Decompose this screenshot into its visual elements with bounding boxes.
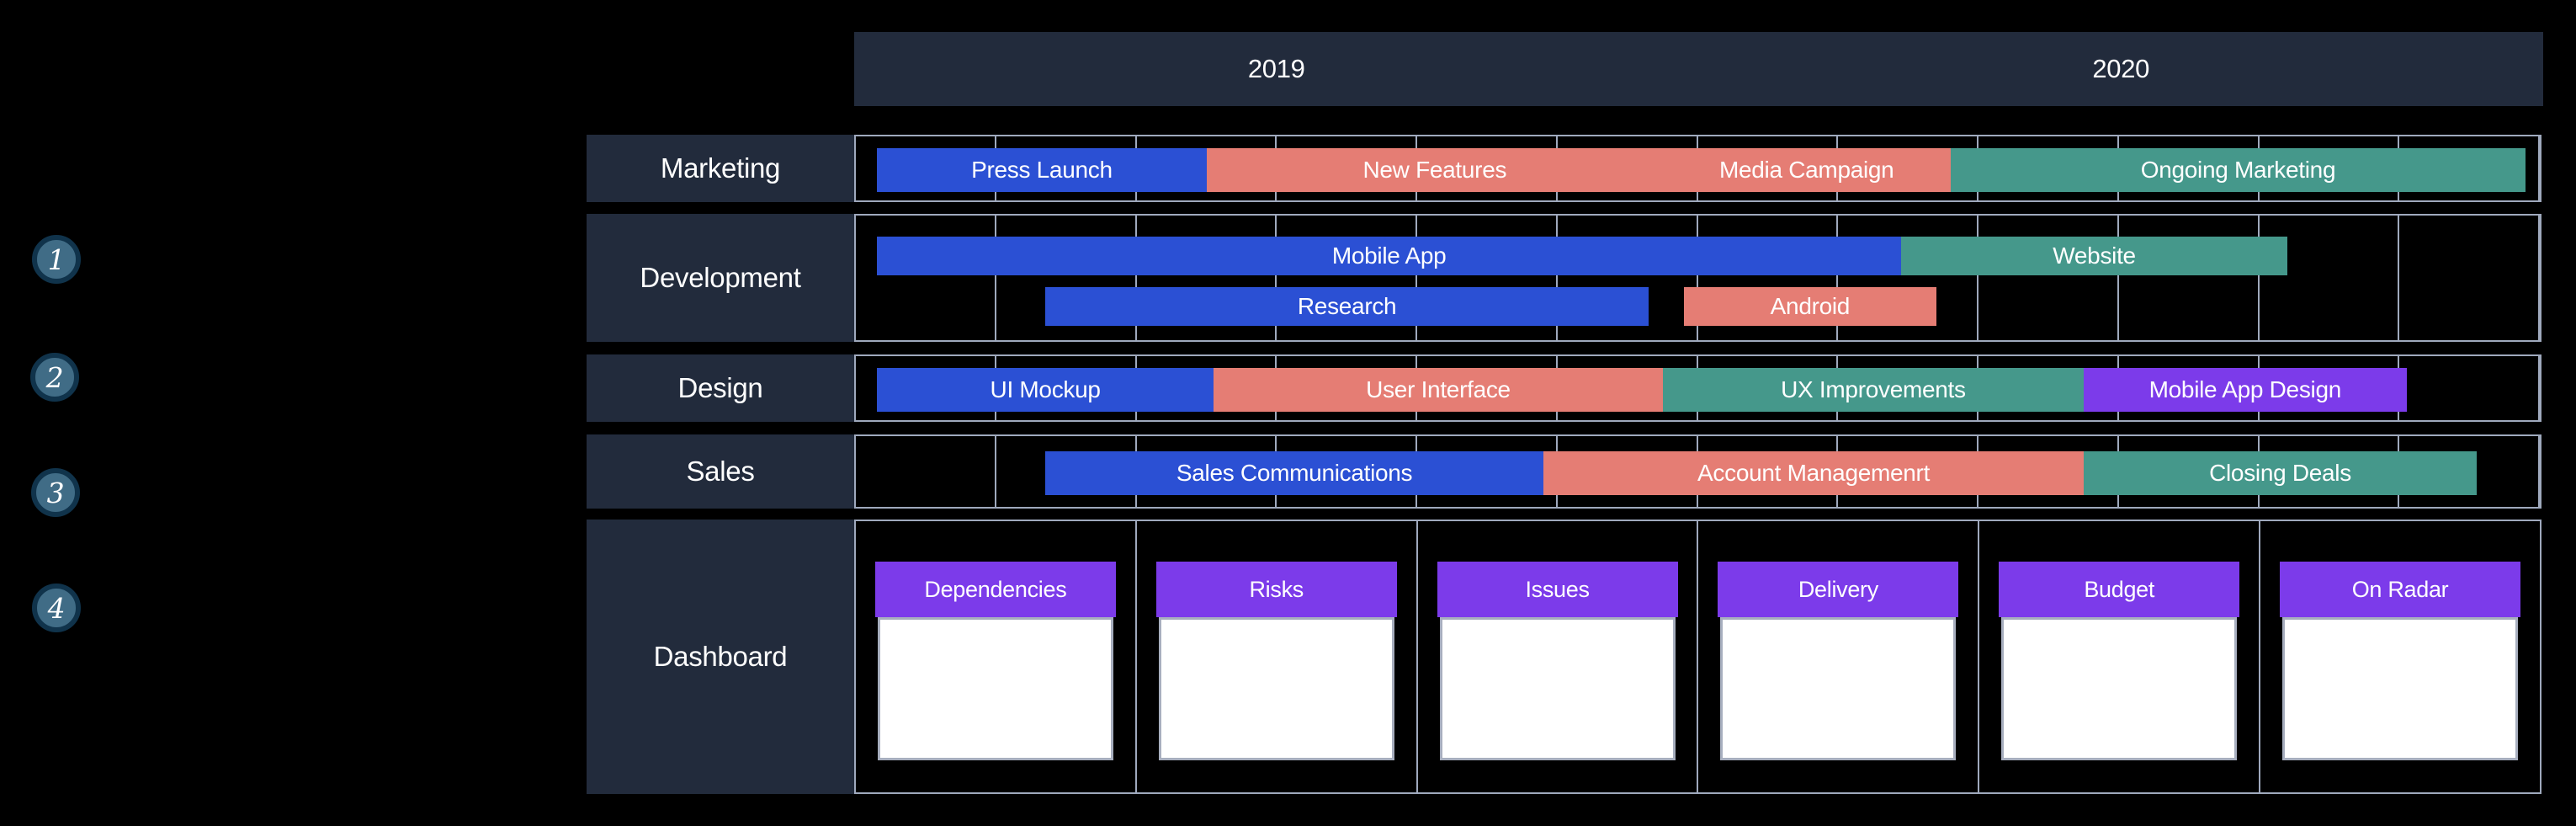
- bar-label: New Features: [1362, 157, 1507, 183]
- step-badge-1: 1: [32, 235, 81, 284]
- grid-cell: [856, 436, 996, 507]
- grid-cell: [2399, 216, 2540, 340]
- card-header: On Radar: [2280, 562, 2521, 617]
- row-label-design: Design: [587, 354, 854, 422]
- gantt-bar-sales-communications[interactable]: Sales Communications: [1045, 451, 1544, 495]
- grid-cell: [2260, 216, 2400, 340]
- bar-label: Research: [1297, 293, 1397, 319]
- row-label-marketing: Marketing: [587, 135, 854, 202]
- dashboard-card-delivery[interactable]: Delivery: [1718, 562, 1959, 760]
- row-label-dashboard: Dashboard: [587, 520, 854, 794]
- gantt-grid-design: UI Mockup User Interface UX Improvements Mo…: [854, 354, 2541, 422]
- gantt-bar-closing-deals[interactable]: Closing Deals: [2084, 451, 2477, 495]
- card-header: Dependencies: [874, 562, 1116, 617]
- gantt-row-design: Design UI Mockup User Interface UX Improvem…: [587, 354, 2543, 422]
- gantt-row-marketing: Marketing Press Launch New Features Media C…: [587, 135, 2543, 202]
- gantt-bar-ongoing-marketing[interactable]: Ongoing Marketing: [1950, 148, 2526, 192]
- dashboard-cell: On Radar: [2260, 521, 2540, 792]
- gantt-bar-media-campaign[interactable]: Media Campaign: [1662, 148, 1951, 192]
- gantt-bar-press-launch[interactable]: Press Launch: [877, 148, 1207, 192]
- gantt-row-sales: Sales Sales Communications Account Managem…: [587, 434, 2543, 509]
- grid-cell: [1277, 216, 1417, 340]
- grid-cell: [2399, 136, 2540, 200]
- gantt-bar-ui-mockup[interactable]: UI Mockup: [877, 368, 1214, 412]
- dashboard-card-on-radar[interactable]: On Radar: [2280, 562, 2521, 760]
- gantt-grid-sales: Sales Communications Account Managemenrt C…: [854, 434, 2541, 509]
- gantt-bar-research[interactable]: Research: [1045, 287, 1649, 326]
- row-label-sales: Sales: [587, 434, 854, 509]
- step-badge-3: 3: [31, 468, 80, 517]
- dashboard-card-risks[interactable]: Risks: [1155, 562, 1397, 760]
- card-body: [2282, 617, 2519, 760]
- badge-number: 2: [45, 360, 64, 394]
- bar-label: Media Campaign: [1718, 157, 1894, 183]
- card-body: [1439, 617, 1676, 760]
- card-header: Issues: [1437, 562, 1678, 617]
- step-badge-2: 2: [30, 353, 79, 402]
- year-label-2020: 2020: [2092, 54, 2150, 83]
- grid-cell: [996, 216, 1137, 340]
- dashboard-cell: Budget: [1979, 521, 2261, 792]
- grid-cell: [2399, 356, 2540, 420]
- bar-label: Ongoing Marketing: [2140, 157, 2336, 183]
- gantt-bar-mobile-app[interactable]: Mobile App: [877, 237, 1902, 275]
- dashboard-card-budget[interactable]: Budget: [1999, 562, 2240, 760]
- bar-label: UX Improvements: [1781, 376, 1966, 402]
- dashboard-card-issues[interactable]: Issues: [1437, 562, 1678, 760]
- bar-label: Android: [1770, 293, 1851, 319]
- card-header: Risks: [1155, 562, 1397, 617]
- bar-label: Sales Communications: [1176, 460, 1413, 486]
- row-label-development: Development: [587, 214, 854, 342]
- card-header: Delivery: [1718, 562, 1959, 617]
- badge-number: 4: [47, 591, 66, 625]
- grid-cell: [2119, 216, 2260, 340]
- grid-cell: [2399, 436, 2540, 507]
- dashboard-cell: Dependencies: [856, 521, 1137, 792]
- grid-cell: [1417, 216, 1558, 340]
- bar-label: Account Managemenrt: [1697, 460, 1931, 486]
- card-header: Budget: [1999, 562, 2240, 617]
- grid-cell: [856, 216, 996, 340]
- dashboard-row: Dashboard Dependencies Risks Issues Deliver…: [587, 520, 2543, 794]
- bar-label: Website: [2053, 242, 2136, 269]
- gantt-bar-account-managemenrt[interactable]: Account Managemenrt: [1543, 451, 2085, 495]
- grid-cell: [1698, 216, 1839, 340]
- bar-label: Mobile App: [1331, 242, 1447, 269]
- gantt-bar-ux-improvements[interactable]: UX Improvements: [1662, 368, 2085, 412]
- card-body: [2001, 617, 2238, 760]
- badge-number: 1: [47, 242, 66, 276]
- gantt-bar-android[interactable]: Android: [1683, 287, 1936, 326]
- step-badge-4: 4: [32, 584, 81, 632]
- bar-label: Closing Deals: [2209, 460, 2351, 486]
- bar-label: UI Mockup: [990, 376, 1101, 402]
- card-body: [1720, 617, 1957, 760]
- gantt-grid-marketing: Press Launch New Features Media Campaign On…: [854, 135, 2541, 202]
- year-label-2019: 2019: [1247, 54, 1305, 83]
- gantt-bar-new-features[interactable]: New Features: [1206, 148, 1663, 192]
- gantt-bar-website[interactable]: Website: [1901, 237, 2287, 275]
- gantt-bar-mobile-app-design[interactable]: Mobile App Design: [2084, 368, 2407, 412]
- bar-label: User Interface: [1366, 376, 1511, 402]
- dashboard-grid: Dependencies Risks Issues Delivery Budget On …: [854, 520, 2541, 794]
- dashboard-card-dependencies[interactable]: Dependencies: [874, 562, 1116, 760]
- grid-cell: [1137, 216, 1277, 340]
- bar-label: Mobile App Design: [2148, 376, 2342, 402]
- timeline-header: 2019 2020: [854, 32, 2543, 106]
- grid-cell: [1978, 216, 2119, 340]
- bar-label: Press Launch: [971, 157, 1113, 183]
- card-body: [877, 617, 1113, 760]
- badge-number: 3: [46, 476, 65, 509]
- dashboard-cell: Issues: [1418, 521, 1699, 792]
- dashboard-cell: Delivery: [1698, 521, 1980, 792]
- grid-cell: [1558, 216, 1698, 340]
- card-body: [1158, 617, 1394, 760]
- grid-cell: [1838, 216, 1978, 340]
- gantt-bar-user-interface[interactable]: User Interface: [1214, 368, 1663, 412]
- dashboard-cell: Risks: [1137, 521, 1418, 792]
